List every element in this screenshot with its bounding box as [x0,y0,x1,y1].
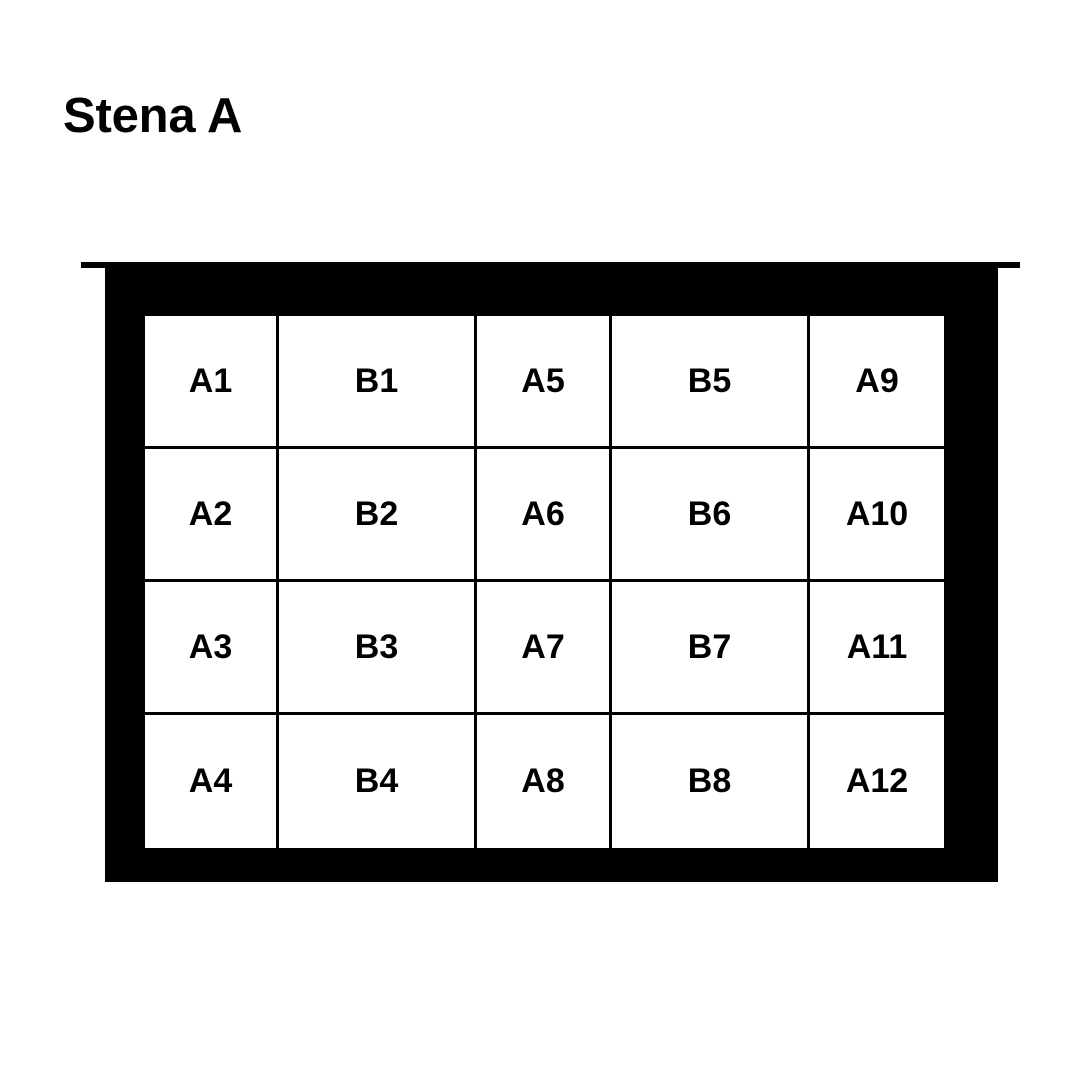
panel-cell-b5[interactable]: B5 [612,316,810,449]
panel-cell-b8[interactable]: B8 [612,715,810,848]
panel-cell-b3[interactable]: B3 [279,582,477,715]
page-title: Stena A [63,89,243,143]
panel-cell-a12[interactable]: A12 [810,715,944,848]
panel-cell-b1[interactable]: B1 [279,316,477,449]
panel-cell-a10[interactable]: A10 [810,449,944,582]
panel-cell-b4[interactable]: B4 [279,715,477,848]
panel-cell-a9[interactable]: A9 [810,316,944,449]
panel-cell-a3[interactable]: A3 [145,582,279,715]
panel-cell-a1[interactable]: A1 [145,316,279,449]
panel-cell-a2[interactable]: A2 [145,449,279,582]
panel-cell-b6[interactable]: B6 [612,449,810,582]
panel-cell-b2[interactable]: B2 [279,449,477,582]
panel-cell-a6[interactable]: A6 [477,449,612,582]
panel-cell-a5[interactable]: A5 [477,316,612,449]
panel-cell-a7[interactable]: A7 [477,582,612,715]
top-rail [81,262,1020,268]
panel-cell-a11[interactable]: A11 [810,582,944,715]
panel-cell-b7[interactable]: B7 [612,582,810,715]
panel-cell-a4[interactable]: A4 [145,715,279,848]
panel-cell-a8[interactable]: A8 [477,715,612,848]
